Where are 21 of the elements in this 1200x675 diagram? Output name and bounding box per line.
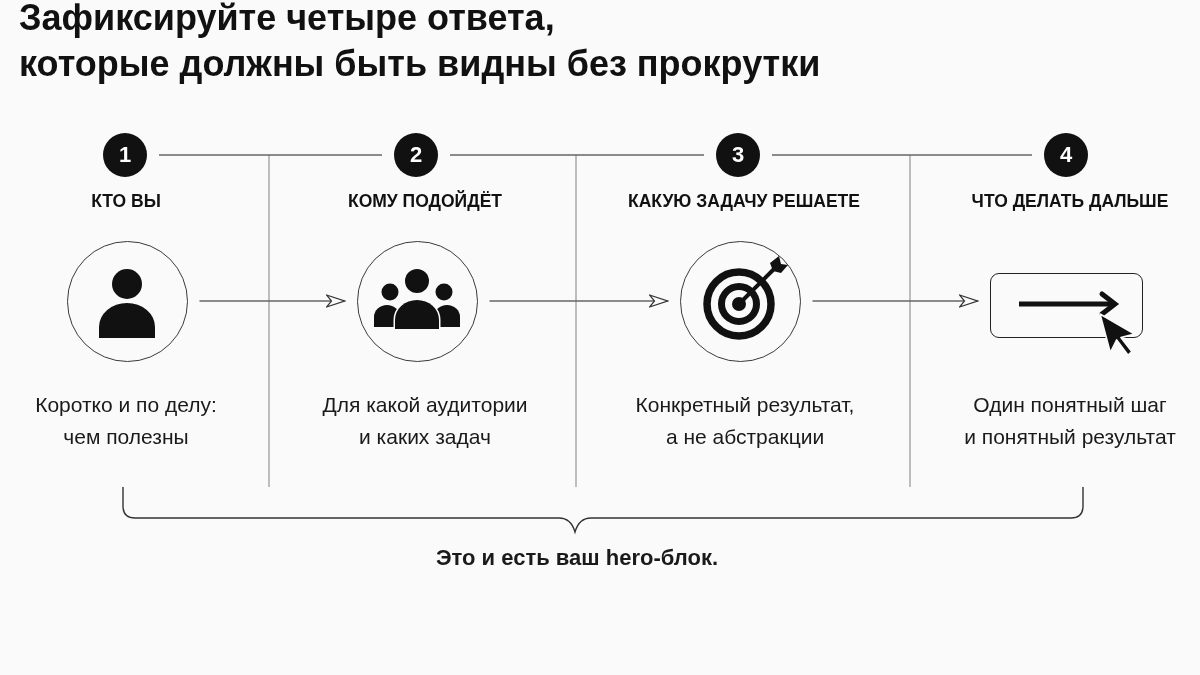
rounded-box xyxy=(989,272,1143,338)
step-description: Конкретный результат, а не абстракции xyxy=(635,392,855,450)
connector-line xyxy=(771,154,1033,156)
step-heading: КАКУЮ ЗАДАЧУ РЕШАЕТЕ xyxy=(628,191,860,211)
step-description: Коротко и по делу: чем полезны xyxy=(35,392,217,450)
step-description: Один понятный шаг и понятный результат xyxy=(964,392,1176,450)
number-badge: 3 xyxy=(716,133,760,177)
step-heading: КОМУ ПОДОЙДЁТ xyxy=(347,191,503,211)
step-description: Для какой аудитории и каких задач xyxy=(322,392,528,450)
step-heading: ЧТО ДЕЛАТЬ ДАЛЬШЕ xyxy=(971,191,1169,211)
arrow xyxy=(198,294,346,308)
arrow xyxy=(488,294,669,308)
number-badge: 2 xyxy=(394,133,438,177)
connector-line xyxy=(449,154,705,156)
step-heading: КТО ВЫ xyxy=(91,191,161,211)
connector-line xyxy=(158,154,383,156)
arrow xyxy=(811,294,979,308)
title: Зафиксируйте четыре ответа, которые должны быть видны без прокрутки xyxy=(19,0,821,86)
brace-label: Это и есть ваш hero-блок. xyxy=(435,545,719,571)
number-badge: 4 xyxy=(1044,133,1088,177)
number-badge: 1 xyxy=(103,133,147,177)
